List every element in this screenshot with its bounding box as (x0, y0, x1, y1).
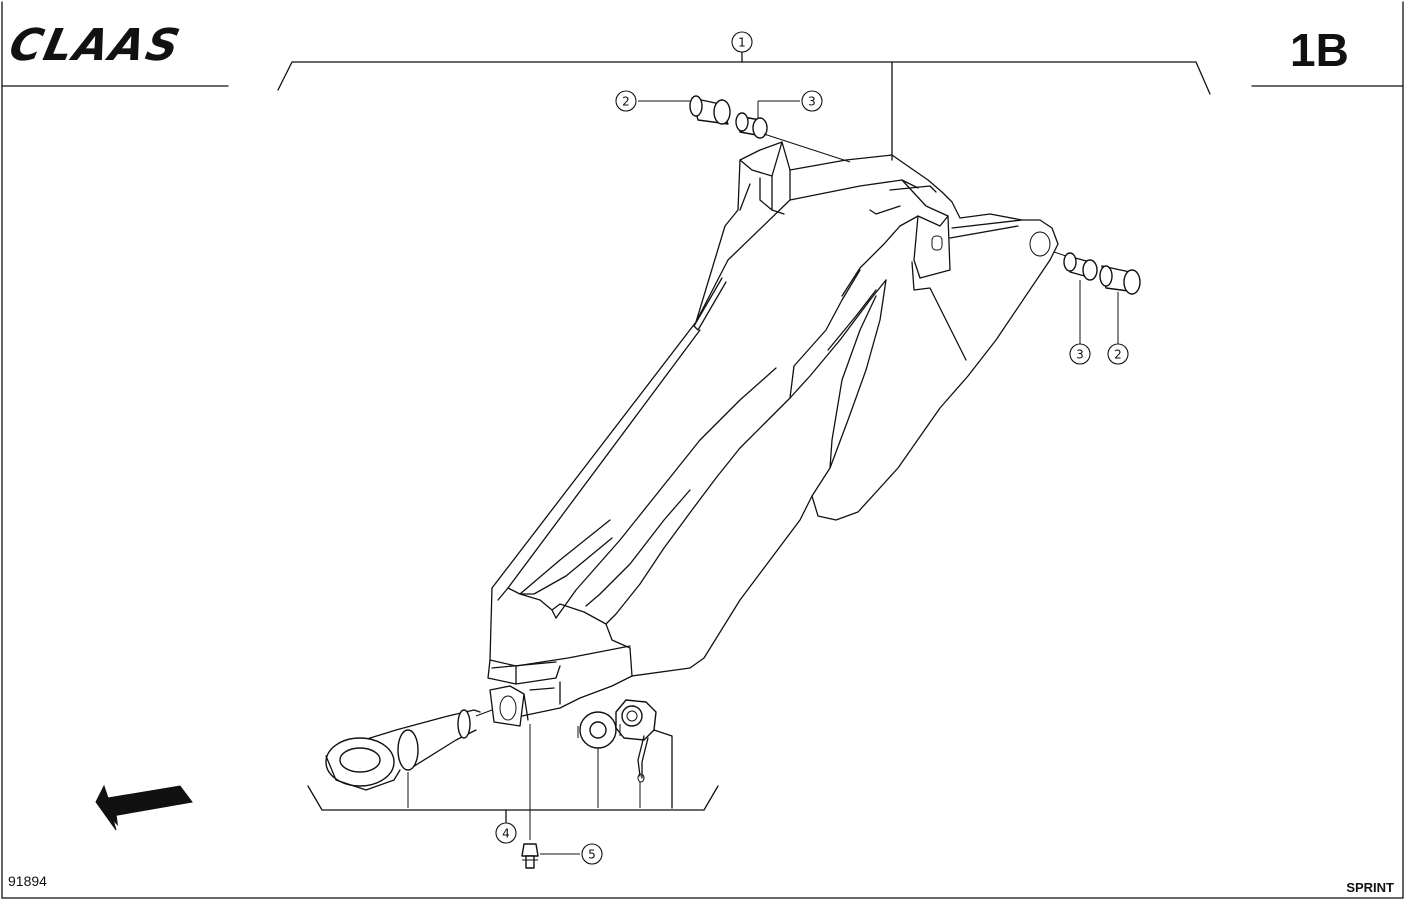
callout-leaders (540, 100, 800, 855)
svg-text:2: 2 (1114, 348, 1122, 362)
callout-5: 5 (581, 843, 603, 865)
svg-text:2: 2 (622, 95, 630, 109)
swing-arm-frame (487, 141, 1059, 727)
callout-2-right: 2 (1107, 343, 1129, 365)
cotter-pin (637, 735, 649, 808)
svg-text:1: 1 (738, 36, 746, 50)
svg-text:4: 4 (502, 827, 510, 841)
grease-nipple (521, 724, 539, 869)
svg-text:5: 5 (588, 848, 596, 862)
castle-nut (615, 699, 673, 809)
assembly-bracket-top (277, 51, 1211, 161)
assembly-bracket-bottom (307, 785, 719, 823)
claas-logo: CLAAS (5, 20, 186, 70)
direction-arrow-icon (95, 784, 193, 831)
bushing-top-left (689, 95, 851, 163)
callout-1: 1 (731, 31, 753, 53)
svg-text:3: 3 (808, 95, 816, 109)
washer (577, 711, 617, 808)
callout-4: 4 (495, 822, 517, 844)
callout-3-right: 3 (1069, 343, 1091, 365)
callout-2-top: 2 (615, 90, 637, 112)
bushing-right (1053, 251, 1141, 344)
svg-text:3: 3 (1076, 348, 1084, 362)
drawing-number: 91894 (8, 873, 47, 889)
callout-3-top: 3 (801, 90, 823, 112)
eye-bolt (325, 709, 493, 808)
section-code: 1B (1290, 24, 1349, 76)
model-name: SPRINT (1346, 880, 1394, 895)
logo-text: CLAAS (5, 20, 186, 70)
